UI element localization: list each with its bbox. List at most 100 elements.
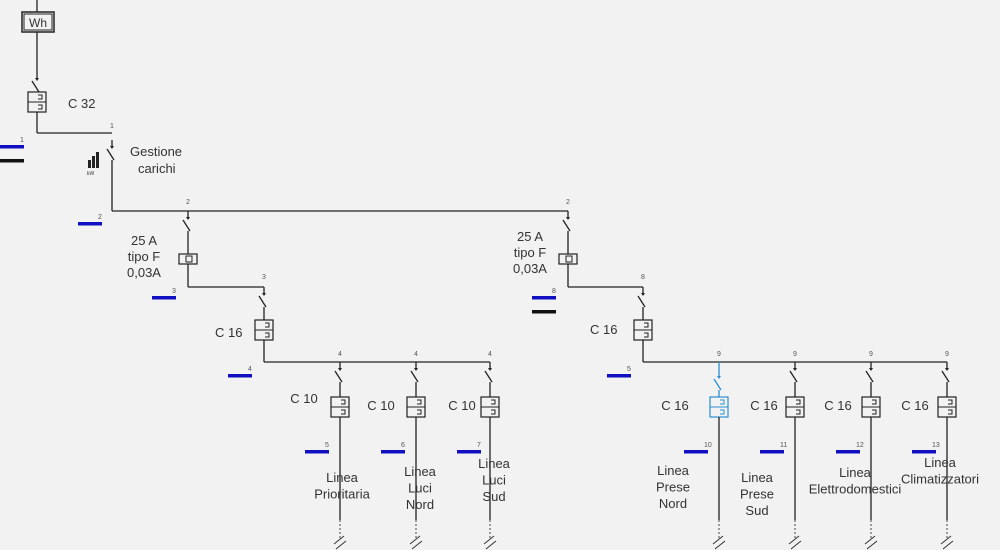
circuit-name: Sud bbox=[482, 489, 505, 504]
circuit-name: Prese bbox=[656, 480, 690, 495]
circuit-breaker-label: C 10 bbox=[448, 398, 475, 413]
svg-text:12: 12 bbox=[856, 442, 864, 449]
load-manager-label: carichi bbox=[138, 161, 176, 176]
switch-contact bbox=[941, 362, 950, 383]
svg-text:0,03A: 0,03A bbox=[127, 265, 161, 280]
cable-marker: 7 bbox=[457, 442, 481, 454]
cable-marker: 8 bbox=[532, 288, 556, 314]
switch-contact bbox=[182, 211, 191, 232]
circuit-breaker-label: C 16 bbox=[824, 398, 851, 413]
svg-text:25 A: 25 A bbox=[517, 229, 543, 244]
cable-marker: 10 bbox=[684, 442, 712, 454]
cable-continuation-icon bbox=[864, 535, 878, 550]
svg-text:0,03A: 0,03A bbox=[513, 261, 547, 276]
node-label: 3 bbox=[262, 274, 266, 281]
node-label: 4 bbox=[414, 351, 418, 358]
svg-text:5: 5 bbox=[325, 442, 329, 449]
cable-marker: 2 bbox=[78, 214, 102, 226]
rcd-symbol[interactable] bbox=[178, 253, 198, 265]
svg-text:6: 6 bbox=[401, 442, 405, 449]
circuit-name: Linea bbox=[924, 455, 957, 470]
svg-text:2: 2 bbox=[98, 214, 102, 221]
circuit-name: Linea bbox=[404, 464, 437, 479]
switch-contact bbox=[637, 287, 646, 308]
svg-text:5: 5 bbox=[627, 366, 631, 373]
circuit-name: Linea bbox=[839, 465, 872, 480]
svg-text:25 A: 25 A bbox=[131, 233, 157, 248]
cable-marker: 5 bbox=[607, 366, 631, 378]
energy-meter[interactable]: Wh bbox=[21, 0, 55, 72]
cable-marker: 4 bbox=[228, 366, 252, 378]
switch-contact bbox=[258, 287, 267, 308]
cable-marker: 3 bbox=[152, 288, 176, 300]
circuit-breaker[interactable] bbox=[785, 396, 805, 418]
circuit-breaker-label: C 16 bbox=[901, 398, 928, 413]
switch-contact bbox=[31, 72, 40, 93]
group-breaker-left[interactable] bbox=[254, 319, 274, 341]
circuit-name: Climatizzatori bbox=[901, 472, 979, 487]
circuit-name: Luci bbox=[482, 473, 506, 488]
svg-text:8: 8 bbox=[552, 288, 556, 295]
circuit-name: Linea bbox=[478, 456, 511, 471]
svg-text:3: 3 bbox=[172, 288, 176, 295]
circuit-breaker-label: C 10 bbox=[290, 391, 317, 406]
node-label: 4 bbox=[488, 351, 492, 358]
group-breaker-label: C 16 bbox=[590, 322, 617, 337]
cable-continuation-icon bbox=[333, 535, 347, 550]
switch-contact bbox=[789, 362, 798, 383]
circuit-name: Elettrodomestici bbox=[809, 482, 902, 497]
svg-text:4: 4 bbox=[248, 366, 252, 373]
circuit-breaker[interactable] bbox=[480, 396, 500, 418]
node-label: 8 bbox=[641, 274, 645, 281]
cable-continuation-icon bbox=[409, 535, 423, 550]
switch-contact bbox=[865, 362, 874, 383]
circuit-name: Linea bbox=[657, 463, 690, 478]
svg-text:13: 13 bbox=[932, 442, 940, 449]
cable-marker: 1 bbox=[0, 137, 24, 163]
main-breaker[interactable] bbox=[27, 91, 47, 113]
main-breaker-label: C 32 bbox=[68, 96, 95, 111]
circuit-name: Nord bbox=[659, 496, 687, 511]
circuit-breaker[interactable] bbox=[937, 396, 957, 418]
node-label: 9 bbox=[945, 351, 949, 358]
node-label: 2 bbox=[566, 199, 570, 206]
rcd-left-label: 25 A tipo F 0,03A bbox=[127, 233, 161, 280]
cable-continuation-icon bbox=[483, 535, 497, 550]
meter-label: Wh bbox=[29, 16, 47, 30]
node-label: 1 bbox=[110, 123, 114, 130]
node-label: 9 bbox=[869, 351, 873, 358]
circuit-name: Luci bbox=[408, 481, 432, 496]
circuit-breaker[interactable] bbox=[406, 396, 426, 418]
rcd-symbol[interactable] bbox=[558, 253, 578, 265]
cable-marker: 13 bbox=[912, 442, 940, 454]
cable-continuation-icon bbox=[940, 535, 954, 550]
cable-marker: 5 bbox=[305, 442, 329, 454]
svg-text:11: 11 bbox=[780, 442, 787, 449]
circuit-breaker-label: C 16 bbox=[750, 398, 777, 413]
group-breaker-label: C 16 bbox=[215, 325, 242, 340]
svg-text:7: 7 bbox=[477, 442, 481, 449]
load-manager-icon: kW bbox=[87, 152, 99, 177]
cable-continuation-icon bbox=[712, 535, 726, 550]
load-manager-switch bbox=[106, 140, 115, 161]
switch-contact bbox=[713, 370, 722, 391]
circuit-name: Linea bbox=[741, 470, 774, 485]
switch-contact bbox=[410, 362, 419, 383]
cable-marker: 11 bbox=[760, 442, 787, 454]
circuit-name: Linea bbox=[326, 470, 359, 485]
svg-text:tipo F: tipo F bbox=[128, 249, 161, 264]
svg-text:tipo F: tipo F bbox=[514, 245, 547, 260]
rcd-right-label: 25 A tipo F 0,03A bbox=[513, 229, 547, 276]
group-breaker-right[interactable] bbox=[633, 319, 653, 341]
circuit-breaker[interactable] bbox=[861, 396, 881, 418]
switch-contact bbox=[562, 211, 571, 232]
node-label: 4 bbox=[338, 351, 342, 358]
cable-marker: 12 bbox=[836, 442, 864, 454]
svg-text:kW: kW bbox=[87, 171, 95, 177]
switch-contact bbox=[334, 362, 343, 383]
cable-marker: 6 bbox=[381, 442, 405, 454]
circuit-breaker[interactable] bbox=[709, 396, 729, 418]
circuit-breaker[interactable] bbox=[330, 396, 350, 418]
cable-continuation-icon bbox=[788, 535, 802, 550]
